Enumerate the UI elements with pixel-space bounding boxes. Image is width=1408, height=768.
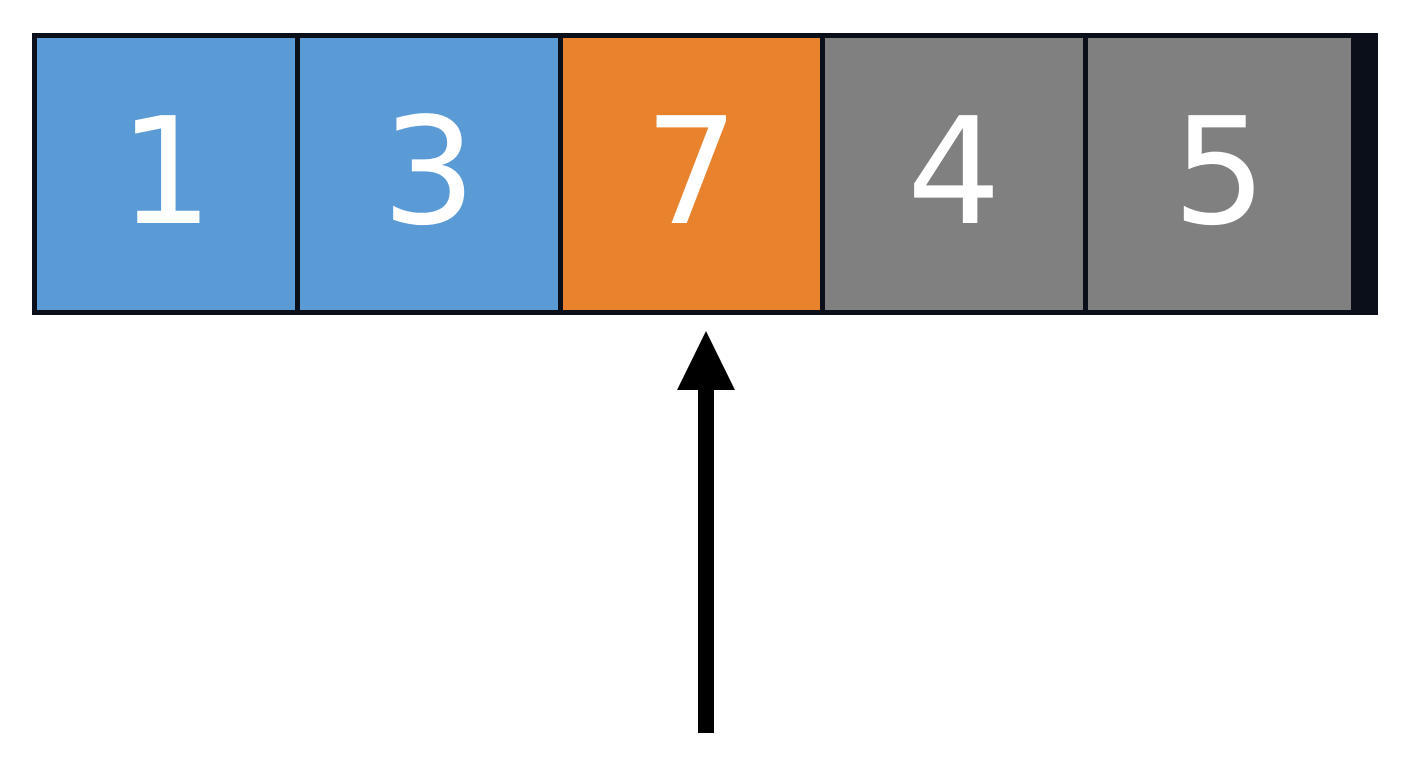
up-arrow-icon	[677, 331, 735, 733]
array-cell-1[interactable]: 3	[300, 38, 563, 310]
array-cell-3[interactable]: 4	[825, 38, 1088, 310]
array-cell-value: 5	[1172, 86, 1267, 258]
array-cell-4[interactable]: 5	[1088, 38, 1351, 310]
array-cell-2[interactable]: 7	[563, 38, 825, 310]
array-cell-value: 1	[118, 86, 214, 258]
arrow-head-shape	[677, 331, 735, 733]
array-cell-0[interactable]: 1	[37, 38, 300, 310]
array-cell-value: 7	[644, 86, 739, 258]
array-cell-value: 4	[906, 86, 1002, 258]
array-cell-value: 3	[381, 86, 477, 258]
array-cells: 1 3 7 4 5	[32, 33, 1378, 315]
